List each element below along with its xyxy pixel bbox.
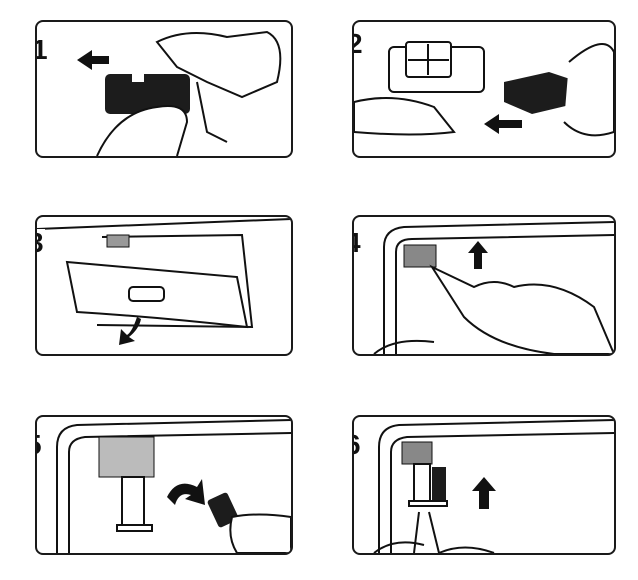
hand-outline <box>429 264 614 354</box>
hand-outline <box>413 511 495 553</box>
curved-arrow-icon <box>167 479 205 505</box>
step-4-illustration <box>373 221 614 354</box>
step-4-panel: 4 <box>352 215 616 356</box>
visor-clip <box>403 244 437 268</box>
arrow-up-icon <box>468 241 488 269</box>
mirror-cover <box>128 286 165 302</box>
step-1-illustration <box>77 30 282 156</box>
step-number: 4 <box>354 229 362 257</box>
hand-outline <box>354 97 456 136</box>
visor-clip <box>98 436 155 478</box>
hand-outline <box>229 513 291 553</box>
remote-device <box>432 467 446 502</box>
step-3-panel: 3 <box>35 215 293 356</box>
step-6-illustration <box>373 419 614 553</box>
hand-outline <box>155 30 282 99</box>
step-2-illustration <box>354 41 614 137</box>
battery-cover <box>504 72 579 114</box>
step-6-panel: 6 <box>352 415 616 555</box>
step-number: 5 <box>37 431 43 459</box>
step-3-illustration <box>37 218 291 345</box>
step-number: 6 <box>354 431 362 459</box>
visor-clip <box>401 441 433 465</box>
arrow-up-icon <box>472 477 496 509</box>
step-2-panel: 2 <box>352 20 616 158</box>
step-number: 3 <box>37 229 45 257</box>
arrow-left-icon <box>484 114 522 134</box>
arrow-down-icon <box>119 317 141 345</box>
step-1-panel: 1 <box>35 20 293 158</box>
step-5-illustration <box>56 419 291 553</box>
step-number: 2 <box>354 30 364 58</box>
step-number: 1 <box>37 36 49 64</box>
arrow-left-icon <box>77 50 109 70</box>
step-5-panel: 5 <box>35 415 293 555</box>
remote-device <box>105 74 190 114</box>
